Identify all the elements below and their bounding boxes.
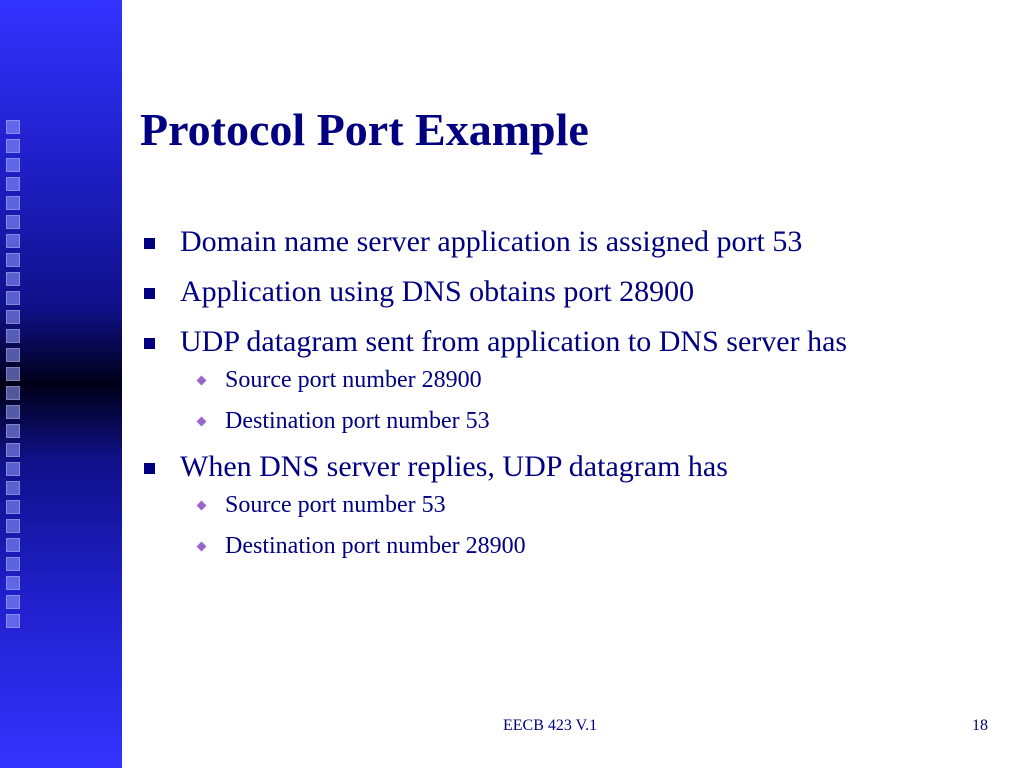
sub-bullet-text: Source port number 53 — [225, 492, 446, 518]
decorative-square — [6, 329, 20, 343]
sub-bullet-text: Destination port number 28900 — [225, 533, 526, 559]
decorative-square — [6, 424, 20, 438]
decorative-square — [6, 120, 20, 134]
decorative-square — [6, 310, 20, 324]
decorative-square — [6, 158, 20, 172]
decorative-square — [6, 291, 20, 305]
bullet-item: Application using DNS obtains port 28900 — [140, 272, 1000, 312]
sub-bullet-item: Source port number 53 — [184, 489, 1000, 521]
bullet-item: Domain name server application is assign… — [140, 222, 1000, 262]
diamond-bullet-icon — [196, 541, 207, 552]
decorative-square — [6, 348, 20, 362]
decorative-square — [6, 234, 20, 248]
decorative-square — [6, 500, 20, 514]
sub-bullet-item: Destination port number 28900 — [184, 530, 1000, 562]
decorative-square — [6, 576, 20, 590]
sub-bullet-text: Destination port number 53 — [225, 408, 490, 434]
sidebar-square-pattern — [6, 120, 26, 633]
footer-course-label: EECB 423 V.1 — [503, 717, 598, 734]
sub-bullet-item: Destination port number 53 — [184, 405, 1000, 437]
diamond-bullet-icon — [196, 500, 207, 511]
decorative-square — [6, 519, 20, 533]
sub-bullet-list: Source port number 53 Destination port n… — [184, 489, 1000, 562]
bullet-text: When DNS server replies, UDP datagram ha… — [180, 450, 728, 483]
footer-page-number: 18 — [972, 717, 988, 734]
decorative-square — [6, 557, 20, 571]
decorative-square — [6, 215, 20, 229]
diamond-bullet-icon — [196, 375, 207, 386]
sub-bullet-list: Source port number 28900 Destination por… — [184, 364, 1000, 437]
decorative-square — [6, 481, 20, 495]
bullet-text: Domain name server application is assign… — [180, 225, 803, 258]
decorative-square — [6, 253, 20, 267]
bullet-list: Domain name server application is assign… — [140, 222, 1000, 572]
decorative-square — [6, 139, 20, 153]
slide-title: Protocol Port Example — [140, 104, 589, 155]
decorative-square — [6, 538, 20, 552]
sub-bullet-text: Source port number 28900 — [225, 367, 482, 393]
sub-bullet-item: Source port number 28900 — [184, 364, 1000, 396]
decorative-square — [6, 405, 20, 419]
bullet-text: UDP datagram sent from application to DN… — [180, 325, 848, 358]
diamond-bullet-icon — [196, 416, 207, 427]
bullet-item: UDP datagram sent from application to DN… — [140, 322, 1000, 437]
decorative-square — [6, 386, 20, 400]
bullet-text: Application using DNS obtains port 28900 — [180, 275, 695, 308]
square-bullet-icon — [144, 238, 155, 249]
decorative-square — [6, 614, 20, 628]
square-bullet-icon — [144, 288, 155, 299]
decorative-square — [6, 367, 20, 381]
square-bullet-icon — [144, 338, 155, 349]
decorative-square — [6, 462, 20, 476]
square-bullet-icon — [144, 463, 155, 474]
decorative-square — [6, 272, 20, 286]
decorative-square — [6, 595, 20, 609]
decorative-sidebar — [0, 0, 122, 768]
decorative-square — [6, 196, 20, 210]
bullet-item: When DNS server replies, UDP datagram ha… — [140, 447, 1000, 562]
decorative-square — [6, 177, 20, 191]
decorative-square — [6, 443, 20, 457]
